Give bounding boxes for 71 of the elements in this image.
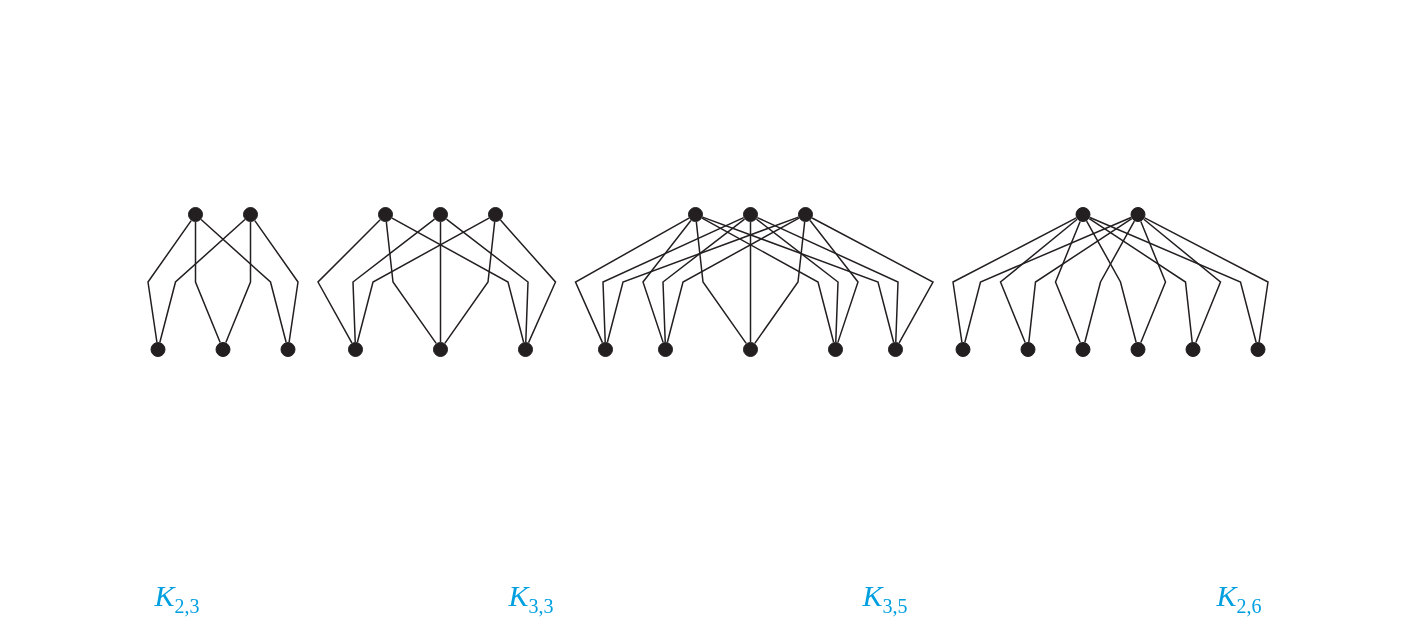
- connector: [1028, 217, 1133, 343]
- connector: [964, 216, 1132, 343]
- node-circle: [243, 206, 258, 222]
- node-circle: [598, 341, 613, 357]
- connector: [444, 220, 496, 344]
- node-circle: [1185, 341, 1201, 357]
- connector: [352, 217, 436, 343]
- connector: [1140, 220, 1167, 343]
- node-circle: [348, 341, 363, 357]
- connector: [159, 218, 246, 343]
- connector: [1143, 218, 1222, 343]
- node-circle: [188, 206, 203, 222]
- connector: [602, 216, 745, 343]
- graph-label: K$_{3,3}$: [508, 578, 554, 618]
- connector: [809, 219, 859, 343]
- node-circle: [888, 341, 903, 357]
- node-circle: [433, 206, 448, 222]
- node-circle: [658, 341, 673, 357]
- graph-label: K$_{2,6}$: [1216, 578, 1262, 618]
- connector: [445, 217, 529, 343]
- connector: [811, 216, 935, 344]
- connector: [574, 216, 690, 343]
- connector: [356, 216, 490, 343]
- graph-label: K$_{3,5}$: [862, 578, 908, 618]
- node-circle: [955, 341, 971, 357]
- node-circle: [1020, 341, 1036, 357]
- connector: [662, 217, 746, 343]
- connector: [695, 220, 747, 344]
- graph-label: K$_{2,3}$: [154, 578, 200, 618]
- connector: [642, 219, 692, 343]
- node-circle: [215, 341, 231, 357]
- connector: [701, 216, 835, 343]
- connector: [499, 218, 557, 343]
- connector: [666, 216, 800, 343]
- node-circle: [1075, 206, 1091, 222]
- connector: [701, 215, 895, 343]
- node-circle: [743, 341, 758, 357]
- connector: [1054, 220, 1081, 343]
- connector: [1143, 216, 1269, 343]
- node-circle: [798, 206, 813, 222]
- node-circle: [1130, 206, 1146, 222]
- connector: [952, 216, 1078, 343]
- connector: [385, 220, 437, 344]
- connector: [1089, 216, 1257, 343]
- node-circle: [1075, 341, 1091, 357]
- node-circle: [828, 341, 843, 357]
- connector: [754, 220, 806, 344]
- connector: [999, 218, 1078, 343]
- node-circle: [688, 206, 703, 222]
- connector: [147, 219, 192, 343]
- connector: [606, 215, 800, 343]
- node-circle: [433, 341, 448, 357]
- node-circle: [1130, 341, 1146, 357]
- connector: [391, 216, 525, 343]
- connector: [1088, 217, 1193, 343]
- node-circle: [1250, 341, 1266, 357]
- connector: [749, 220, 752, 343]
- connector: [317, 218, 381, 344]
- connector: [755, 217, 839, 343]
- node-circle: [280, 341, 296, 357]
- node-circle: [518, 341, 533, 357]
- node-circle: [150, 341, 166, 357]
- connector: [194, 220, 221, 343]
- connector: [225, 220, 252, 343]
- node-circle: [378, 206, 393, 222]
- node-circle: [488, 206, 503, 222]
- connector: [756, 216, 899, 343]
- connector: [200, 218, 287, 343]
- connector: [439, 220, 442, 343]
- connector: [254, 219, 299, 343]
- node-circle: [743, 206, 758, 222]
